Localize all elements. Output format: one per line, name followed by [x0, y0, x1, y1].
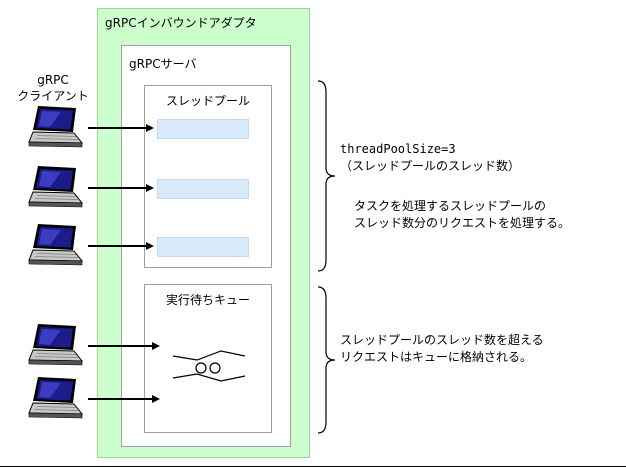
- thread-slot: [157, 179, 249, 199]
- annotation-pool-size-value: threadPoolSize=3: [340, 142, 456, 156]
- wait-queue-box: 実行待ちキュー: [144, 284, 272, 433]
- thread-pool-box: スレッドプール: [144, 85, 272, 268]
- thread-pool-brace: [317, 80, 336, 272]
- request-arrow: [88, 342, 160, 350]
- request-arrow: [88, 395, 160, 403]
- annotation-pool-desc-line2: スレッド数分のリクエストを処理する。: [354, 216, 571, 230]
- adapter-title: gRPCインバウンドアダプタ: [105, 16, 257, 30]
- annotation-pool-size-note: （スレッドプールのスレッド数）: [340, 159, 521, 173]
- server-title: gRPCサーバ: [129, 57, 197, 71]
- queue-icon: [172, 350, 246, 382]
- client-label-line1: gRPC: [37, 73, 69, 87]
- client-label-line2: クライアント: [17, 89, 89, 103]
- client-laptop-icon: [28, 106, 84, 148]
- annotation-thread-pool-size: threadPoolSize=3 （スレッドプールのスレッド数）: [340, 141, 520, 175]
- annotation-pool-desc-line1: タスクを処理するスレッドプールの: [354, 199, 547, 213]
- queue-brace: [317, 286, 336, 434]
- client-laptop-icon: [28, 377, 84, 419]
- request-arrow: [88, 184, 154, 192]
- annotation-queue-desc-line2: リクエストはキューに格納される。: [340, 350, 533, 364]
- client-laptop-icon: [28, 324, 84, 366]
- thread-pool-title: スレッドプール: [165, 94, 250, 108]
- client-laptop-icon: [28, 166, 84, 208]
- thread-slot: [157, 237, 249, 257]
- annotation-queue-desc-line1: スレッドプールのスレッド数を超える: [340, 333, 544, 347]
- annotation-thread-pool-desc: タスクを処理するスレッドプールの スレッド数分のリクエストを処理する。: [354, 198, 570, 232]
- thread-slot: [157, 119, 249, 139]
- request-arrow: [88, 242, 154, 250]
- grpc-client-label: gRPC クライアント: [8, 72, 98, 104]
- annotation-queue-desc: スレッドプールのスレッド数を超える リクエストはキューに格納される。: [340, 332, 544, 366]
- wait-queue-title: 実行待ちキュー: [165, 293, 250, 307]
- request-arrow: [88, 124, 154, 132]
- client-laptop-icon: [28, 224, 84, 266]
